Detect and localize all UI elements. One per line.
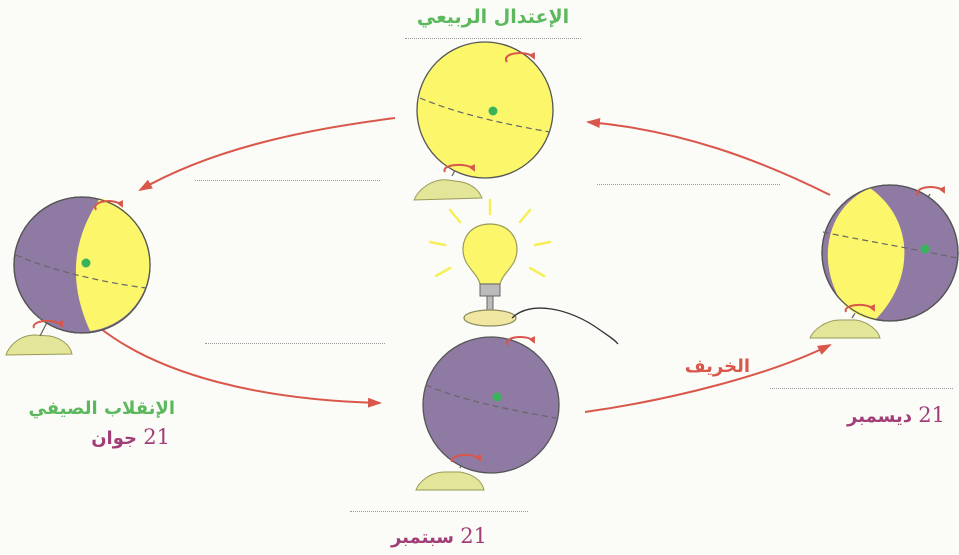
earth-spring-equinox <box>413 41 554 201</box>
lamp-sun <box>428 198 619 345</box>
june-day: 21 <box>143 425 170 449</box>
september-day: 21 <box>460 524 488 548</box>
december-month: ديسمبر <box>847 406 912 427</box>
orbit-arrow-summer-to-september <box>99 327 382 408</box>
blank-line-bottom <box>350 511 528 512</box>
blank-line-top <box>405 38 581 39</box>
orbit-arrow-spring-to-summer <box>138 117 396 191</box>
blank-line-right-upper <box>597 184 780 185</box>
blank-line-left-upper <box>195 180 380 181</box>
label-september-date: 21 سبتمبر <box>350 524 528 548</box>
blank-line-right-lower <box>770 388 953 389</box>
blank-line-left-lower <box>205 343 385 344</box>
label-autumn: الخريف <box>684 356 750 377</box>
label-december-date: 21 ديسمبر <box>800 403 945 427</box>
earth-september <box>415 335 560 491</box>
orbit-arrow-december-to-spring <box>586 118 831 196</box>
earth-december <box>809 184 959 339</box>
june-month: جوان <box>91 428 137 449</box>
orbit-arrow-september-to-december <box>584 344 832 413</box>
september-month: سبتمبر <box>390 527 454 548</box>
december-day: 21 <box>918 403 945 427</box>
label-spring-equinox: الإعتدال الربيعي <box>416 6 570 28</box>
label-june-date: 21 جوان <box>40 425 170 449</box>
earth-summer-solstice <box>5 196 151 356</box>
label-summer-solstice: الإنقلاب الصيفي <box>28 398 176 419</box>
